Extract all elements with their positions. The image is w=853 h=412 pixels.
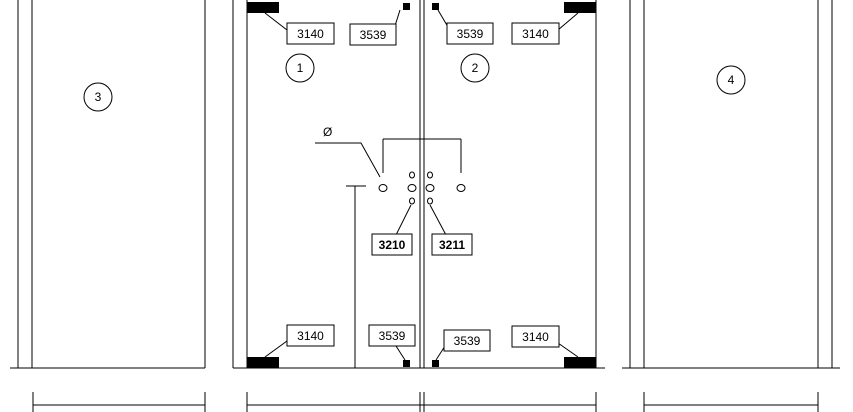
hole-small-top-right xyxy=(427,171,433,179)
door-leaf-1: 3140 3539 3140 3539 1 xyxy=(247,2,416,368)
panel-number-2: 2 xyxy=(460,53,490,83)
pivot-block-bottom-2 xyxy=(432,360,439,367)
svg-text:3210: 3210 xyxy=(379,238,406,252)
diameter-symbol: Ø xyxy=(323,125,332,139)
svg-text:3140: 3140 xyxy=(522,330,549,344)
dimension-lines xyxy=(32,392,819,412)
label-3211: 3211 xyxy=(431,233,473,256)
panel-number-label: 2 xyxy=(472,61,479,75)
hole-lock-right xyxy=(425,184,435,192)
svg-text:3539: 3539 xyxy=(454,334,481,348)
panel-number-1: 1 xyxy=(285,53,315,83)
hole-lock-left xyxy=(407,184,417,192)
door-leaf-2: 3539 3140 3539 3140 2 xyxy=(432,2,596,368)
svg-text:3140: 3140 xyxy=(297,27,324,41)
hole-right xyxy=(456,184,466,192)
side-panel-right: 4 xyxy=(622,0,840,369)
corner-patch-top-left xyxy=(247,2,279,13)
hole-left xyxy=(378,184,388,192)
svg-text:3211: 3211 xyxy=(439,238,465,252)
hole-small-bottom-right xyxy=(427,197,433,205)
label-3140-bottom-left: 3140 xyxy=(286,324,335,347)
svg-text:3140: 3140 xyxy=(297,329,324,343)
label-3140-top-left: 3140 xyxy=(286,22,335,45)
label-3539-top-left: 3539 xyxy=(349,23,397,46)
svg-text:3539: 3539 xyxy=(360,28,387,42)
svg-text:3140: 3140 xyxy=(522,27,549,41)
pivot-block-top-1 xyxy=(403,3,410,10)
panel-number-3: 3 xyxy=(83,82,113,112)
corner-patch-top-right xyxy=(564,2,596,13)
corner-patch-bottom-right xyxy=(564,357,596,368)
panel-number-label: 4 xyxy=(728,73,735,87)
label-3539-bottom-right: 3539 xyxy=(443,329,491,352)
hole-small-bottom-left xyxy=(409,197,415,205)
label-3539-bottom-left: 3539 xyxy=(368,324,416,347)
corner-patch-bottom-left xyxy=(247,357,279,368)
panel-number-label: 3 xyxy=(95,90,102,104)
svg-text:3539: 3539 xyxy=(457,27,484,41)
label-3140-top-right: 3140 xyxy=(511,22,560,45)
side-panel-left: 3 xyxy=(10,0,206,369)
label-3210: 3210 xyxy=(371,233,413,256)
panel-number-4: 4 xyxy=(716,65,746,95)
pivot-block-top-2 xyxy=(432,3,439,10)
svg-text:3539: 3539 xyxy=(379,329,406,343)
lock-detail: Ø 3210 3211 xyxy=(315,125,473,368)
label-3140-bottom-right: 3140 xyxy=(511,325,560,348)
door-frame xyxy=(232,0,605,369)
pivot-block-bottom-1 xyxy=(403,360,410,367)
panel-number-label: 1 xyxy=(297,61,304,75)
label-3539-top-right: 3539 xyxy=(446,22,494,45)
hole-small-top-left xyxy=(409,171,415,179)
